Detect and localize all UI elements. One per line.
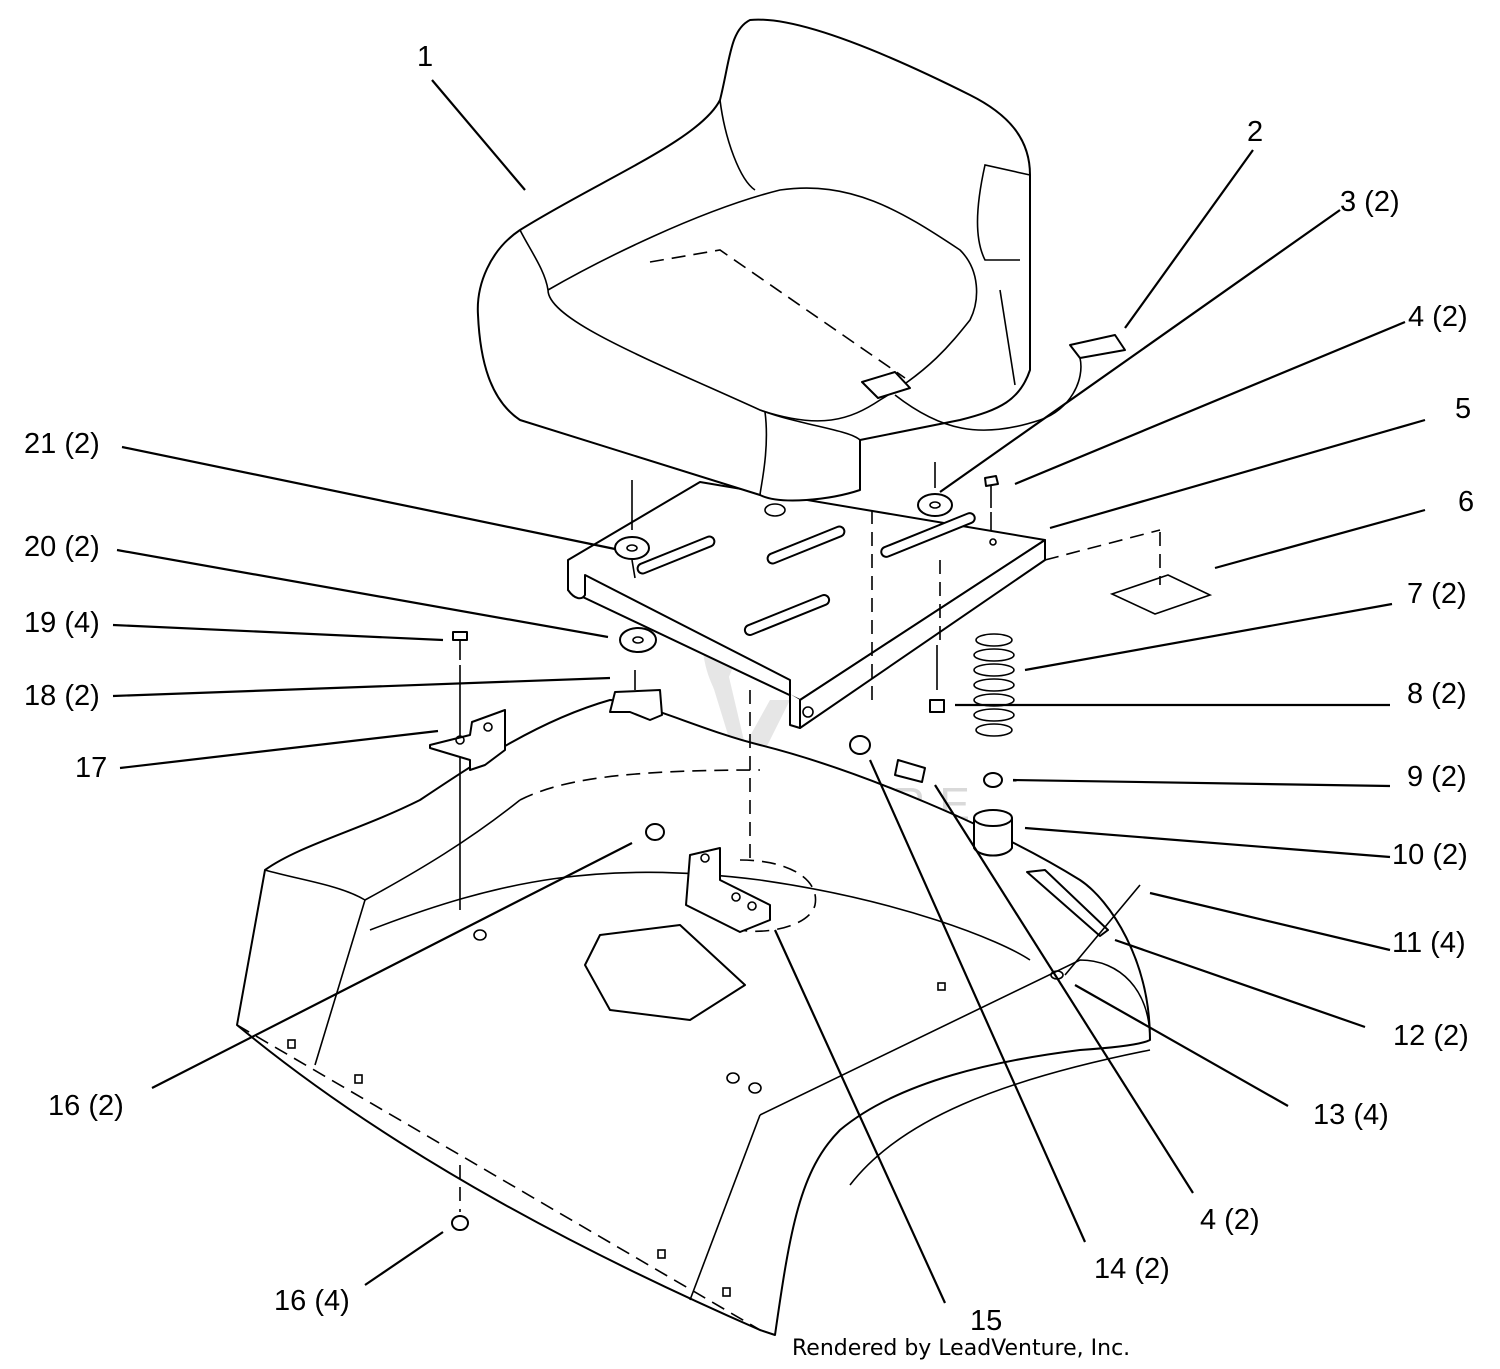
callout-5: 5 bbox=[1455, 393, 1471, 425]
hardware-parts bbox=[429, 462, 1213, 1231]
callout-16-left: 16 (2) bbox=[48, 1090, 124, 1122]
callout-15: 15 bbox=[970, 1305, 1002, 1337]
callout-8: 8 (2) bbox=[1407, 678, 1467, 710]
callout-18: 18 (2) bbox=[24, 680, 100, 712]
footer-credit: Rendered by LeadVenture, Inc. bbox=[792, 1336, 1130, 1361]
callout-21: 21 (2) bbox=[24, 428, 100, 460]
callout-9: 9 (2) bbox=[1407, 761, 1467, 793]
seat-cushion bbox=[476, 18, 1126, 517]
callout-12: 12 (2) bbox=[1393, 1020, 1469, 1052]
spring bbox=[973, 633, 1015, 737]
callout-17: 17 bbox=[75, 752, 107, 784]
callout-labels: 1 2 3 (2) 4 (2) 5 6 7 (2) 8 (2) 9 (2) 10… bbox=[24, 41, 1474, 1337]
callout-11: 11 (4) bbox=[1392, 927, 1466, 959]
callout-7: 7 (2) bbox=[1407, 578, 1467, 610]
leader-lines bbox=[112, 79, 1426, 1304]
fender-pan bbox=[236, 699, 1151, 1336]
callout-19: 19 (4) bbox=[24, 607, 100, 639]
callout-10: 10 (2) bbox=[1392, 839, 1468, 871]
callout-2: 2 bbox=[1247, 116, 1263, 148]
callout-3: 3 (2) bbox=[1340, 186, 1400, 218]
callout-1: 1 bbox=[417, 41, 433, 73]
seat-plate bbox=[567, 481, 1046, 729]
callout-6: 6 bbox=[1458, 486, 1474, 518]
callout-20: 20 (2) bbox=[24, 531, 100, 563]
callout-13: 13 (4) bbox=[1313, 1099, 1389, 1131]
callout-14: 14 (2) bbox=[1094, 1253, 1170, 1285]
callout-4-bottom: 4 (2) bbox=[1200, 1204, 1260, 1236]
callout-4-top: 4 (2) bbox=[1408, 301, 1468, 333]
callout-16-bottom: 16 (4) bbox=[274, 1285, 350, 1317]
